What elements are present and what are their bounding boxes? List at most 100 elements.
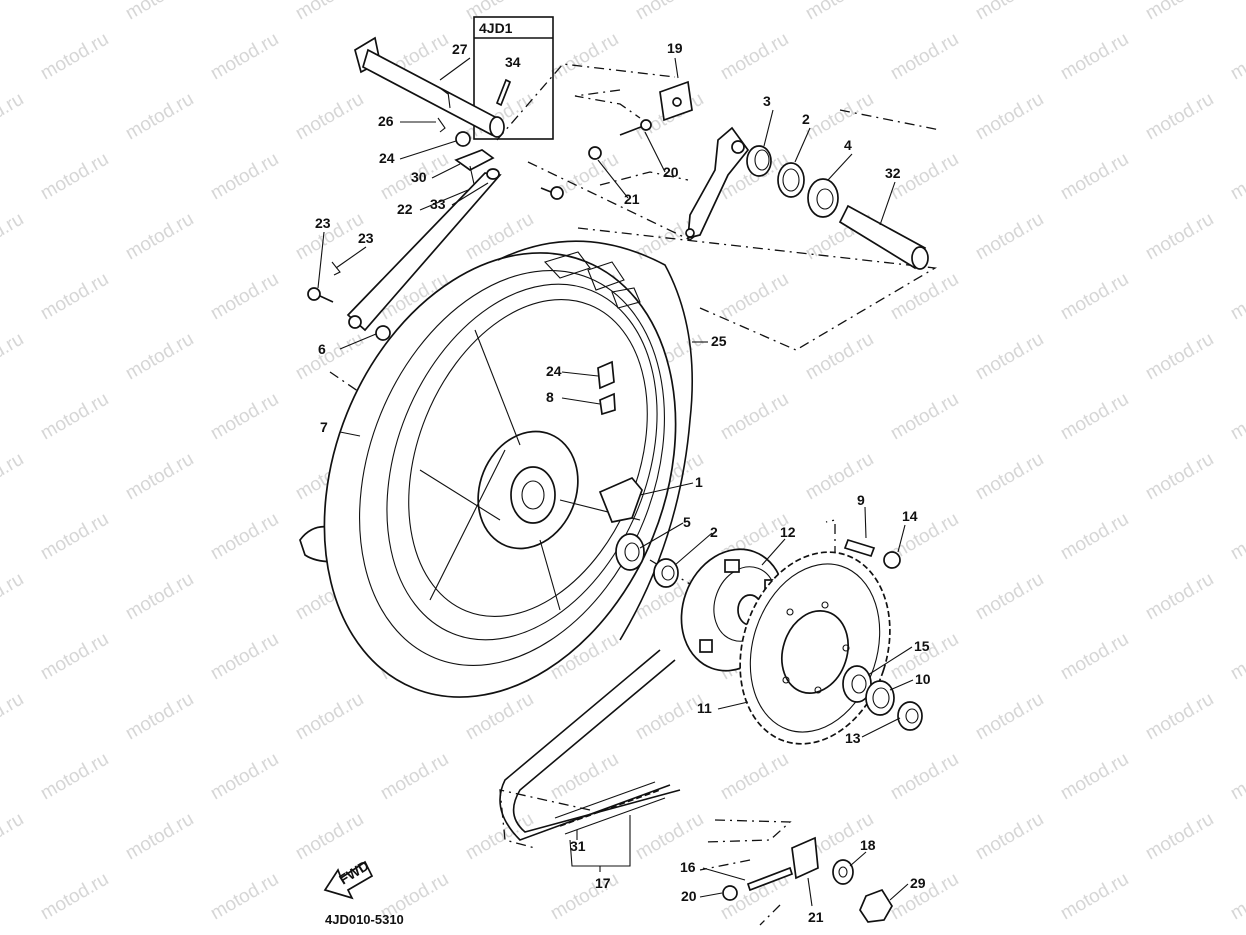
watermark-text: motod.ru <box>1227 269 1246 325</box>
watermark-text: motod.ru <box>207 509 282 565</box>
callout-label-13: 13 <box>845 730 861 746</box>
callout-leader-2 <box>794 127 811 163</box>
watermark-text: motod.ru <box>1142 0 1217 24</box>
watermark-text: motod.ru <box>1142 329 1217 385</box>
watermark-text: motod.ru <box>972 89 1047 145</box>
watermark-text: motod.ru <box>717 29 792 85</box>
watermark-text: motod.ru <box>37 149 112 205</box>
right-bearing-stack <box>746 145 929 270</box>
callout-label-7: 7 <box>320 419 328 435</box>
watermark-text: motod.ru <box>0 89 27 145</box>
callout-label-31: 31 <box>570 838 586 854</box>
watermark-text: motod.ru <box>292 0 367 24</box>
caliper-bracket <box>588 80 750 240</box>
callout-leader-22 <box>419 189 469 211</box>
watermark-text: motod.ru <box>207 269 282 325</box>
watermark-text: motod.ru <box>1142 89 1217 145</box>
callout-label-26: 26 <box>378 113 394 129</box>
watermark-text: motod.ru <box>122 209 197 265</box>
watermark-text: motod.ru <box>0 329 27 385</box>
callout-leaders <box>317 57 914 907</box>
watermark-text: motod.ru <box>0 689 27 745</box>
watermark-text: motod.ru <box>122 449 197 505</box>
callout-label-2: 2 <box>802 111 810 127</box>
watermark-text: motod.ru <box>972 689 1047 745</box>
callout-label-16: 16 <box>680 859 696 875</box>
callout-leader-20 <box>644 131 666 173</box>
watermark-text: motod.ru <box>122 89 197 145</box>
callout-leader-10 <box>889 679 914 691</box>
watermark-text: motod.ru <box>122 329 197 385</box>
watermark-text: motod.ru <box>1227 629 1246 685</box>
watermark-text: motod.ru <box>292 329 367 385</box>
watermark-text: motod.ru <box>1057 509 1132 565</box>
callout-label-23: 23 <box>315 215 331 231</box>
callout-leader-32 <box>879 181 896 226</box>
watermark-text: motod.ru <box>0 0 27 24</box>
watermark-text: motod.ru <box>547 869 622 925</box>
callout-label-30: 30 <box>411 169 427 185</box>
watermark-text: motod.ru <box>632 689 707 745</box>
watermark-text: motod.ru <box>1057 149 1132 205</box>
watermark-text: motod.ru <box>1057 749 1132 805</box>
callout-leader-15 <box>867 646 913 676</box>
callout-leader-8 <box>561 397 601 405</box>
watermark-text: motod.ru <box>207 29 282 85</box>
pin-34 <box>495 78 512 107</box>
callout-leader-7 <box>339 431 361 437</box>
callout-leader-13 <box>861 717 901 738</box>
callout-leader-6 <box>339 333 377 350</box>
chain-adjuster <box>722 836 893 923</box>
watermark-text: motod.ru <box>802 449 877 505</box>
rear-axle <box>354 36 505 138</box>
callout-leader-21 <box>807 877 813 907</box>
callout-label-19: 19 <box>667 40 683 56</box>
callout-leader-2 <box>674 532 713 566</box>
watermark-text: motod.ru <box>207 389 282 445</box>
callout-leader-14 <box>897 524 906 553</box>
watermark-text: motod.ru <box>0 209 27 265</box>
callout-leader-11 <box>717 701 749 710</box>
callout-leader-24 <box>561 371 599 377</box>
watermark-text: motod.ru <box>717 749 792 805</box>
callout-label-33: 33 <box>430 196 446 212</box>
callout-label-29: 29 <box>910 875 926 891</box>
callout-label-24: 24 <box>379 150 395 166</box>
watermark-text: motod.ru <box>802 0 877 24</box>
watermark-text: motod.ru <box>122 0 197 24</box>
model-box: 4JD1 <box>473 16 554 140</box>
callout-leader-30 <box>431 163 461 179</box>
watermark-text: motod.ru <box>887 749 962 805</box>
watermark-text: motod.ru <box>292 689 367 745</box>
watermark-text: motod.ru <box>0 569 27 625</box>
callout-label-14: 14 <box>902 508 918 524</box>
watermark-text: motod.ru <box>207 629 282 685</box>
watermark-text: motod.ru <box>972 0 1047 24</box>
callout-leader-24 <box>399 140 457 160</box>
watermark-text: motod.ru <box>887 269 962 325</box>
watermark-text: motod.ru <box>1142 569 1217 625</box>
callout-label-34: 34 <box>505 54 521 70</box>
callout-label-18: 18 <box>860 837 876 853</box>
watermark-text: motod.ru <box>1057 269 1132 325</box>
watermark-text: motod.ru <box>0 809 27 865</box>
watermark-text: motod.ru <box>547 29 622 85</box>
tire-and-wheel <box>299 240 694 698</box>
watermark-text: motod.ru <box>37 29 112 85</box>
callout-leader-5 <box>639 522 684 549</box>
callout-leader-12 <box>761 538 786 566</box>
callout-leader-20 <box>699 892 723 898</box>
watermark-text: motod.ru <box>1227 389 1246 445</box>
watermark-text: motod.ru <box>972 329 1047 385</box>
callout-leader-23 <box>317 231 325 289</box>
watermark-text: motod.ru <box>207 749 282 805</box>
callout-leader-23 <box>335 246 367 269</box>
watermark-text: motod.ru <box>122 569 197 625</box>
watermark-text: motod.ru <box>37 749 112 805</box>
callout-label-21: 21 <box>808 909 824 925</box>
model-box-label: 4JD1 <box>479 20 513 36</box>
callout-leader-16 <box>702 867 746 881</box>
callout-label-10: 10 <box>915 671 931 687</box>
